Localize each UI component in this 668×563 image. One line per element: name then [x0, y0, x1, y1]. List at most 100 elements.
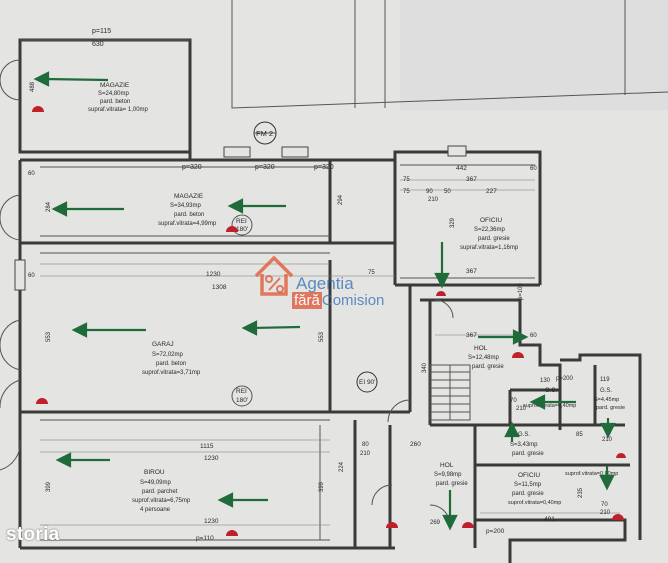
gs-small-name: G.S. — [518, 432, 530, 438]
dim-1230a: 1230 — [206, 271, 221, 278]
magazie-mid-floor: pard. beton — [174, 212, 204, 218]
green-arrow-1 — [33, 71, 109, 87]
hol-bottom-floor: pard. gresie — [436, 481, 468, 487]
dim-p320c: p=320 — [314, 164, 334, 171]
oficiu-bottom-glass-top: suprof.vitrata=0,80mp — [565, 471, 618, 477]
dim-210e: 210 — [600, 510, 611, 516]
fm2-marker — [253, 121, 277, 145]
green-arrow-14 — [504, 421, 520, 442]
gs-left-glass: suprof.vitrata=0,40mp — [523, 403, 576, 409]
dim-70a: 70 — [510, 398, 517, 404]
dim-224: 224 — [339, 461, 345, 472]
dim-90: 90 — [426, 189, 433, 195]
green-arrow-8 — [55, 452, 110, 468]
dim-130: 130 — [540, 378, 551, 384]
doors — [0, 59, 454, 526]
dim-235: 235 — [578, 487, 584, 498]
paper-shadow — [400, 0, 668, 110]
gs-right-floor: pard. gresie — [596, 405, 625, 411]
magazie-top-glass: supraf.vitrata= 1,00mp — [88, 107, 149, 113]
dim-210d: 210 — [360, 451, 371, 457]
dim-294: 294 — [338, 194, 344, 205]
rei-label-2: REI — [236, 388, 247, 395]
green-arrow-5 — [241, 320, 301, 336]
green-arrow-6 — [434, 242, 450, 289]
dim-1308: 1308 — [212, 284, 227, 291]
dim-210b: 210 — [516, 406, 527, 412]
oficiu-top-name: OFICIU — [480, 217, 502, 224]
gs-small-area: S=3,43mp — [510, 442, 538, 448]
dim-488: 488 — [30, 81, 36, 92]
dim-75b: 75 — [403, 189, 410, 195]
dim-p320b: p=320 — [255, 164, 275, 171]
stairs — [429, 364, 471, 421]
dim-60c: 60 — [28, 273, 35, 279]
gs-small-floor: pard. gresie — [512, 451, 544, 457]
green-arrow-3 — [227, 198, 286, 214]
dim-630: 630 — [92, 41, 104, 48]
rei-markers — [231, 214, 253, 407]
garaj-area: S=72,02mp — [152, 352, 184, 358]
dim-210c: 210 — [602, 437, 613, 443]
room-magazie-top-walls — [18, 38, 192, 160]
dim-553a: 553 — [46, 331, 52, 342]
outer-boundary — [231, 0, 668, 109]
green-arrow-13 — [599, 466, 615, 491]
dim-367b: 367 — [466, 268, 477, 275]
watermark-line2a: fără — [292, 292, 322, 309]
oficiu-bottom-area: S=11,5mp — [514, 482, 542, 488]
hol-right-floor: pard. gresie — [472, 364, 504, 370]
magazie-top-floor: pard. beton — [100, 99, 130, 105]
dim-227: 227 — [486, 188, 497, 195]
oficiu-top-glass: supraf.vitrata=1,16mp — [460, 245, 519, 251]
dim-p110: p=110 — [196, 535, 214, 542]
green-arrow-12 — [600, 418, 616, 439]
red-markers — [32, 106, 626, 536]
dim-491: 491 — [544, 516, 555, 523]
oficiu-bottom-floor: pard. gresie — [512, 491, 544, 497]
dim-60d: 60 — [530, 333, 537, 339]
rei-value-1: 180' — [236, 226, 248, 233]
dim-329: 329 — [450, 217, 456, 228]
magazie-top-area: S=24,80mp — [98, 91, 130, 97]
magazie-mid-area: S=34,93mp — [170, 203, 202, 209]
dim-399a: 399 — [46, 481, 52, 492]
fm2-label: FM 2 — [256, 129, 273, 138]
dim-399b: 399 — [319, 481, 325, 492]
dim-340: 340 — [422, 362, 428, 373]
magazie-top-name: MAGAZIE — [100, 82, 130, 89]
dim-210a: 210 — [428, 197, 439, 203]
watermark-line2b: Comision — [321, 292, 385, 309]
dim-260: 260 — [410, 441, 421, 448]
dim-60a: 60 — [28, 171, 35, 177]
rei-value-2: 180' — [236, 397, 248, 404]
dim-442: 442 — [456, 165, 467, 172]
dim-1230c: 1230 — [204, 518, 219, 525]
birou-name: BIROU — [144, 469, 165, 476]
hol-right-name: HOL — [474, 345, 488, 352]
dim-80: 80 — [362, 442, 369, 448]
birou-people: 4 persoane — [140, 507, 171, 513]
windows — [14, 145, 467, 291]
dim-p115: p=115 — [92, 28, 111, 35]
garaj-floor: pard. beton — [156, 361, 186, 367]
building-walls — [18, 150, 642, 563]
dim-269: 269 — [430, 520, 441, 526]
birou-glass: suprof.vitrata=6,75mp — [132, 498, 191, 504]
hol-bottom-area: S=9,98mp — [434, 472, 462, 478]
oficiu-top-area: S=22,36mp — [474, 227, 506, 233]
gs-left-name: G.S. — [545, 388, 557, 394]
magazie-mid-glass: supraf.vitrata=4,99mp — [158, 221, 217, 227]
hol-bottom-name: HOL — [440, 462, 454, 469]
watermark-line1: Agentia — [296, 274, 354, 293]
birou-floor: pard. parchet — [142, 489, 178, 495]
ei-label: EI 90' — [359, 379, 375, 386]
dim-1230b: 1230 — [204, 455, 219, 462]
dim-119: 119 — [600, 377, 610, 383]
garaj-name: GARAJ — [152, 341, 174, 348]
dim-85: 85 — [576, 432, 583, 438]
birou-area: S=49,09mp — [140, 480, 172, 486]
dim-75a: 75 — [403, 177, 410, 183]
dim-367a: 367 — [466, 176, 477, 183]
